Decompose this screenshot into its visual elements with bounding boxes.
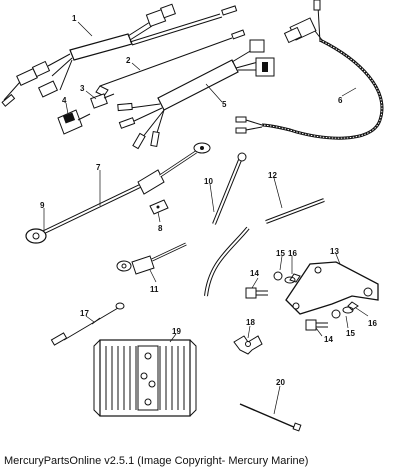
part-long-cable[interactable] bbox=[204, 226, 250, 297]
callout-labels: 1 2 3 4 5 6 7 8 9 10 11 12 13 14 15 16 1… bbox=[40, 14, 377, 387]
callout-12: 12 bbox=[268, 171, 277, 180]
callout-9: 9 bbox=[40, 201, 45, 210]
part-8-clip[interactable] bbox=[149, 199, 169, 215]
callout-4: 4 bbox=[62, 96, 67, 105]
part-9-ring-terminal[interactable] bbox=[25, 228, 47, 244]
part-13-bracket[interactable] bbox=[285, 261, 379, 315]
callout-2: 2 bbox=[126, 56, 131, 65]
callout-15b: 15 bbox=[346, 329, 355, 338]
callout-13: 13 bbox=[330, 247, 339, 256]
part-20-cable-tie[interactable] bbox=[239, 403, 302, 432]
callout-1: 1 bbox=[72, 14, 77, 23]
callout-6: 6 bbox=[338, 96, 343, 105]
callout-11: 11 bbox=[150, 285, 159, 294]
part-5-harness[interactable] bbox=[117, 39, 275, 150]
part-6-corrugated-harness[interactable] bbox=[235, 0, 384, 140]
callout-5: 5 bbox=[222, 100, 227, 109]
part-3-connector[interactable] bbox=[90, 93, 115, 109]
part-12-cable[interactable] bbox=[265, 198, 325, 224]
part-18-wing-nut[interactable] bbox=[233, 335, 263, 355]
hardware-lower[interactable] bbox=[305, 301, 359, 331]
callout-15a: 15 bbox=[276, 249, 285, 258]
callout-19: 19 bbox=[172, 327, 181, 336]
callout-10: 10 bbox=[204, 177, 213, 186]
part-17-lead[interactable] bbox=[50, 302, 125, 346]
callout-7: 7 bbox=[96, 163, 101, 172]
copyright-caption: MercuryPartsOnline v2.5.1 (Image Copyrig… bbox=[4, 455, 309, 467]
part-7-cable[interactable] bbox=[39, 142, 211, 236]
callout-16a: 16 bbox=[288, 249, 297, 258]
part-2-lead[interactable] bbox=[95, 29, 246, 97]
callout-8: 8 bbox=[158, 224, 163, 233]
callout-3: 3 bbox=[80, 84, 85, 93]
part-19-module[interactable] bbox=[93, 339, 197, 417]
callout-18: 18 bbox=[246, 318, 255, 327]
callout-16b: 16 bbox=[368, 319, 377, 328]
hardware-upper[interactable] bbox=[245, 271, 301, 299]
callout-14a: 14 bbox=[250, 269, 259, 278]
leader-lines bbox=[43, 21, 369, 415]
callout-17: 17 bbox=[80, 309, 89, 318]
callout-20: 20 bbox=[276, 378, 285, 387]
callout-14b: 14 bbox=[324, 335, 333, 344]
part-1-harness[interactable] bbox=[1, 3, 238, 107]
part-4-fuse-holder[interactable] bbox=[57, 109, 91, 135]
part-11-cable[interactable] bbox=[116, 242, 187, 275]
part-10-jumper[interactable] bbox=[212, 152, 247, 225]
